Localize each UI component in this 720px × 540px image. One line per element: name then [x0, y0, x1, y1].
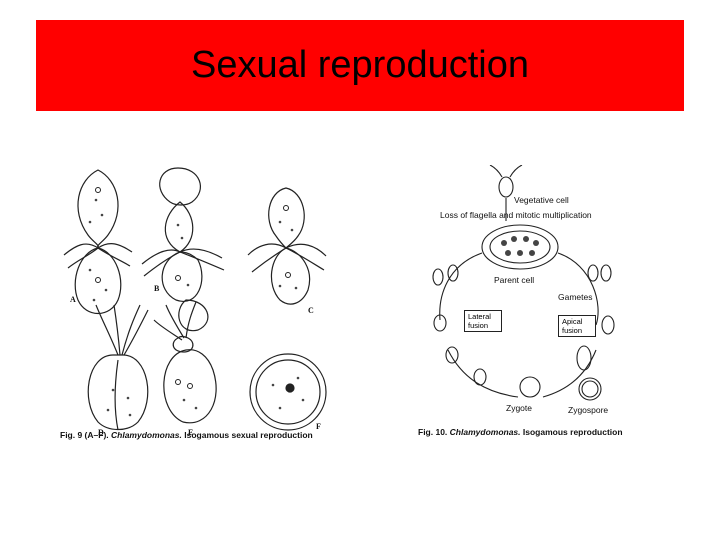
fig9-caption-prefix: Fig. 9 (A–F).: [60, 430, 109, 440]
label-parent-cell: Parent cell: [494, 275, 535, 285]
fig9-caption-species: Chlamydomonas.: [111, 430, 182, 440]
fusing-gamete-2: [445, 346, 459, 364]
stage-label-f: F: [316, 422, 321, 431]
label-apical-fusion: Apical fusion: [558, 315, 596, 337]
gamete-left-1: [432, 268, 444, 286]
stage-e-drawing: [153, 301, 217, 424]
fusing-gamete-1: [433, 314, 447, 332]
stage-label-c: C: [308, 306, 314, 315]
label-zygospore: Zygospore: [568, 405, 609, 415]
figure-10-drawing: [432, 165, 615, 401]
fig10-caption-rest: Isogamous reproduction: [522, 427, 623, 437]
parent-cell-drawing: [481, 224, 559, 270]
figure-10: Vegetative cell Loss of flagella and mit…: [418, 165, 640, 445]
label-vegetative-cell: Vegetative cell: [514, 195, 569, 205]
stage-b-drawing: [141, 167, 225, 332]
zygospore-drawing: [578, 377, 602, 401]
label-lateral-fusion: Lateral fusion: [464, 310, 502, 332]
figure-9-drawing: [63, 167, 327, 431]
zygote-drawing: [519, 376, 541, 398]
stage-f-drawing: [249, 353, 327, 431]
cycle-arrow-bottom-right: [542, 349, 597, 398]
cycle-arrow-right: [557, 252, 599, 326]
label-loss-of-flagella: Loss of flagella and mitotic multiplicat…: [440, 210, 592, 220]
stage-d-drawing: [87, 304, 149, 431]
fig10-caption-prefix: Fig. 10.: [418, 427, 448, 437]
stage-a-drawing: [63, 169, 133, 315]
gamete-right-1: [587, 264, 599, 282]
stage-label-a: A: [70, 295, 76, 304]
stage-label-d: D: [98, 428, 104, 437]
label-gametes: Gametes: [558, 292, 593, 302]
fig10-caption-species: Chlamydomonas.: [449, 427, 521, 437]
fusing-gamete-3: [473, 368, 487, 386]
stage-label-b: B: [154, 284, 160, 293]
cycle-arrow-left: [439, 252, 483, 321]
vegetative-cell-drawing: [489, 165, 523, 198]
gamete-right-2: [600, 264, 612, 282]
cell-granules: [88, 187, 305, 417]
label-zygote: Zygote: [506, 403, 532, 413]
fig9-caption-rest: Isogamous sexual reproduction: [184, 430, 313, 440]
apical-gamete-2: [576, 345, 592, 371]
cycle-arrow-bottom-left: [447, 349, 519, 398]
stage-label-e: E: [188, 428, 194, 437]
figure-10-caption: Fig. 10. Chlamydomonas. Isogamous reprod…: [418, 427, 623, 437]
figure-9: A B C D E F Fig. 9 (A–F). Chlamydomonas.…: [58, 160, 333, 450]
gamete-left-2: [447, 264, 459, 282]
parent-cell-contents: [501, 236, 539, 256]
slide-title: Sexual reproduction: [191, 44, 529, 86]
figure-9-caption: Fig. 9 (A–F). Chlamydomonas. Isogamous s…: [60, 430, 313, 440]
title-bar: Sexual reproduction: [36, 20, 684, 111]
apical-gamete-1: [601, 315, 615, 335]
stage-c-drawing: [247, 187, 327, 305]
